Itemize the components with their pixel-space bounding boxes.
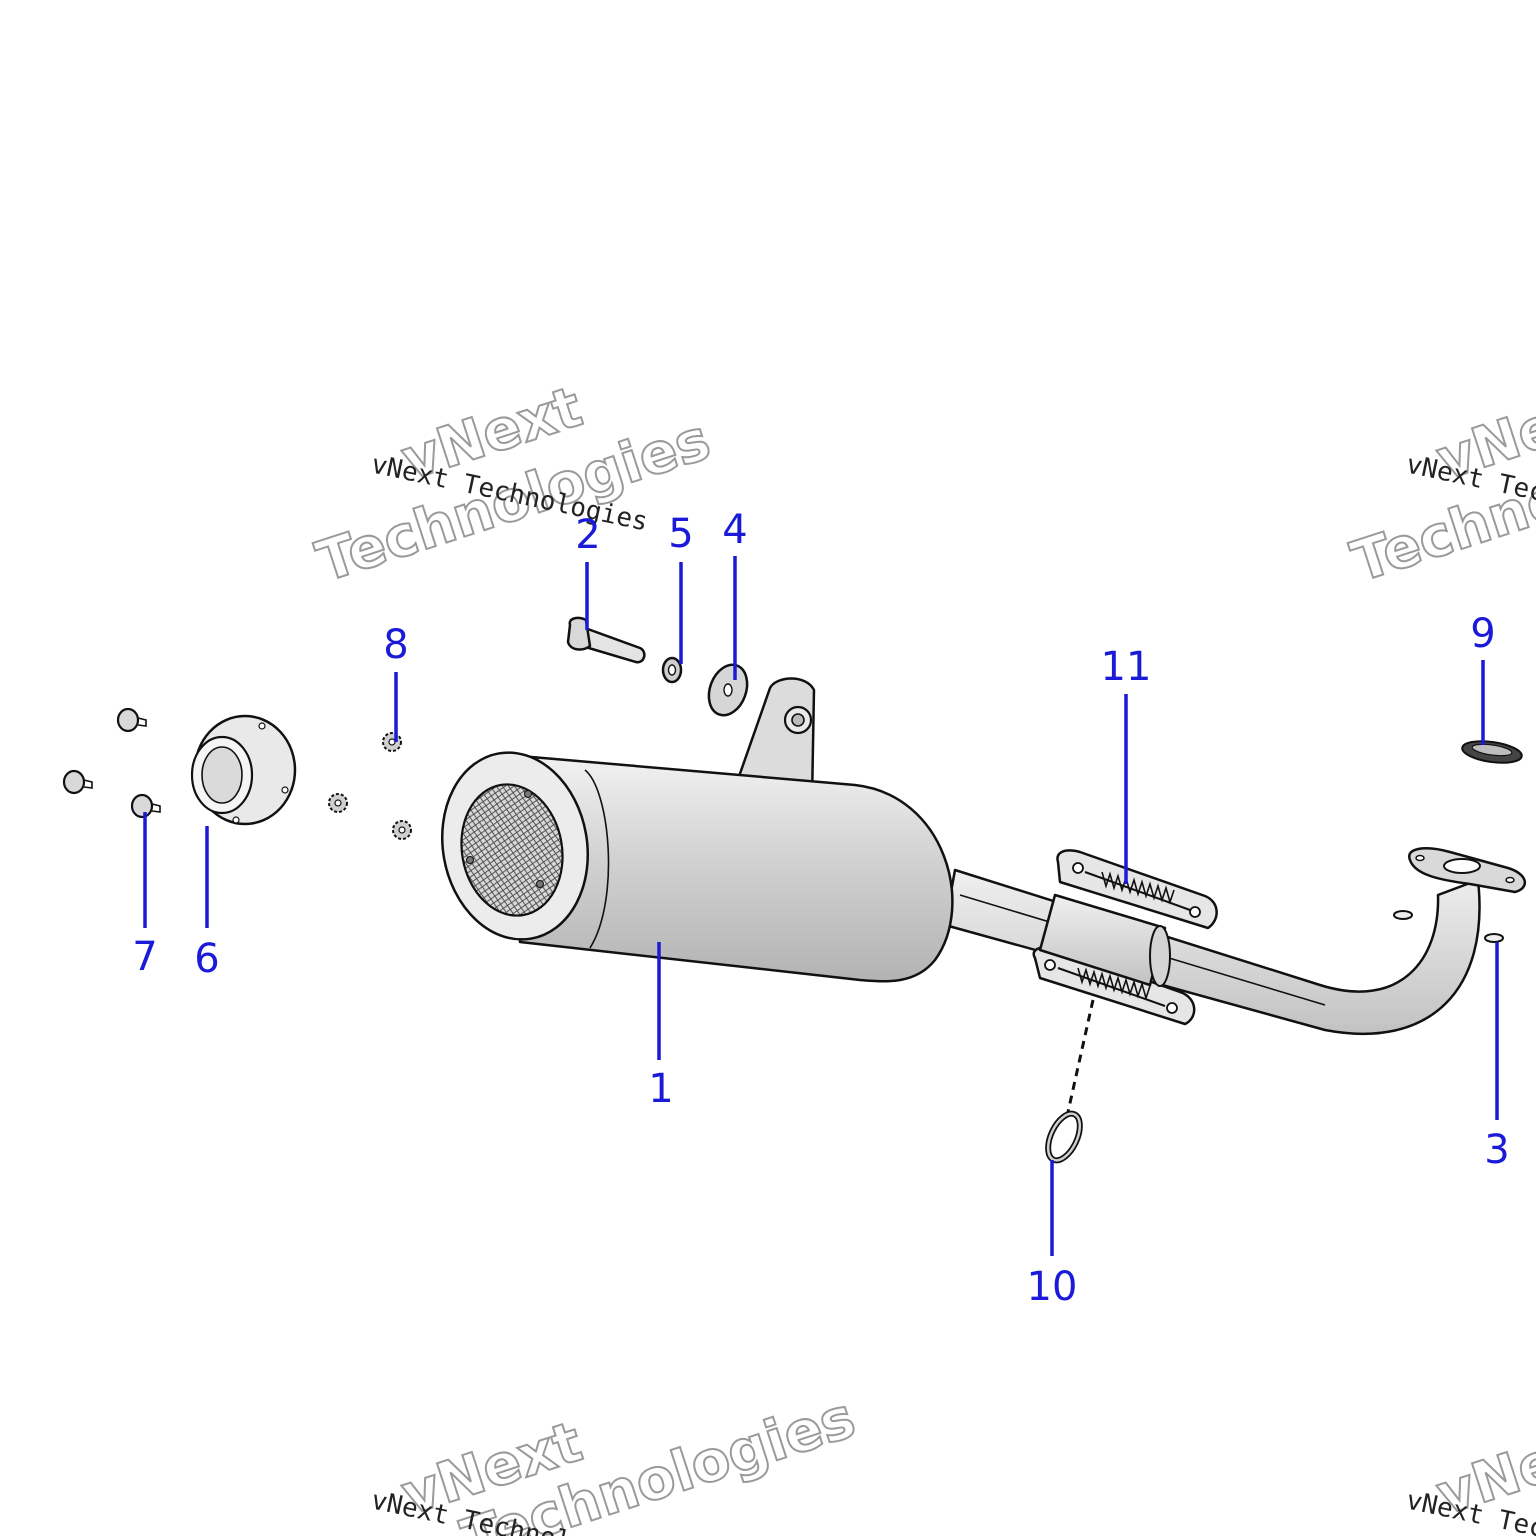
- callout-8: 8: [383, 622, 408, 668]
- callout-labels: 1 2 3 4 5 6 7 8 9 10 11: [132, 507, 1509, 1310]
- star-washer-middle: [328, 793, 348, 813]
- callout-2: 2: [575, 512, 600, 558]
- clip-ring-part-3: [1484, 933, 1504, 943]
- watermark-group-top-left: vNext Technologies vNext Technologies: [308, 374, 719, 597]
- bolt: [566, 616, 646, 664]
- watermark-group-top-right: vNext Technologies vNext Technologies: [1343, 374, 1536, 597]
- header-pipe: [943, 847, 1526, 1035]
- callout-1: 1: [648, 1066, 673, 1112]
- watermark-group-bottom-left: vNext Technologies vNext Technologies: [369, 1384, 864, 1536]
- callout-6: 6: [194, 936, 219, 982]
- clip-ring-upper: [1393, 910, 1413, 920]
- leader-lines: [143, 556, 1499, 1256]
- screw-top: [116, 707, 147, 733]
- callout-5: 5: [668, 511, 693, 557]
- exhaust-gasket-ring: [1461, 740, 1523, 764]
- callout-10: 10: [1027, 1264, 1078, 1310]
- star-washer-upper: [382, 732, 402, 752]
- spring-upper: [1084, 871, 1191, 911]
- watermark-group-bottom-right: vNext vNext Technologies: [1404, 1409, 1536, 1536]
- spark-arrestor-insert: [190, 714, 297, 826]
- spring-lower: [1057, 967, 1166, 1007]
- star-washer-lower: [392, 820, 412, 840]
- muffler: [440, 677, 954, 983]
- callout-3: 3: [1484, 1127, 1509, 1173]
- callout-9: 9: [1470, 611, 1495, 657]
- callout-7: 7: [132, 934, 157, 980]
- dashed-guide-line: [1066, 999, 1095, 1113]
- screw-left: [62, 769, 93, 795]
- callout-4: 4: [722, 507, 747, 553]
- callout-11: 11: [1101, 644, 1152, 690]
- screw-bottom: [130, 793, 161, 819]
- spring-joint: [1032, 849, 1218, 1026]
